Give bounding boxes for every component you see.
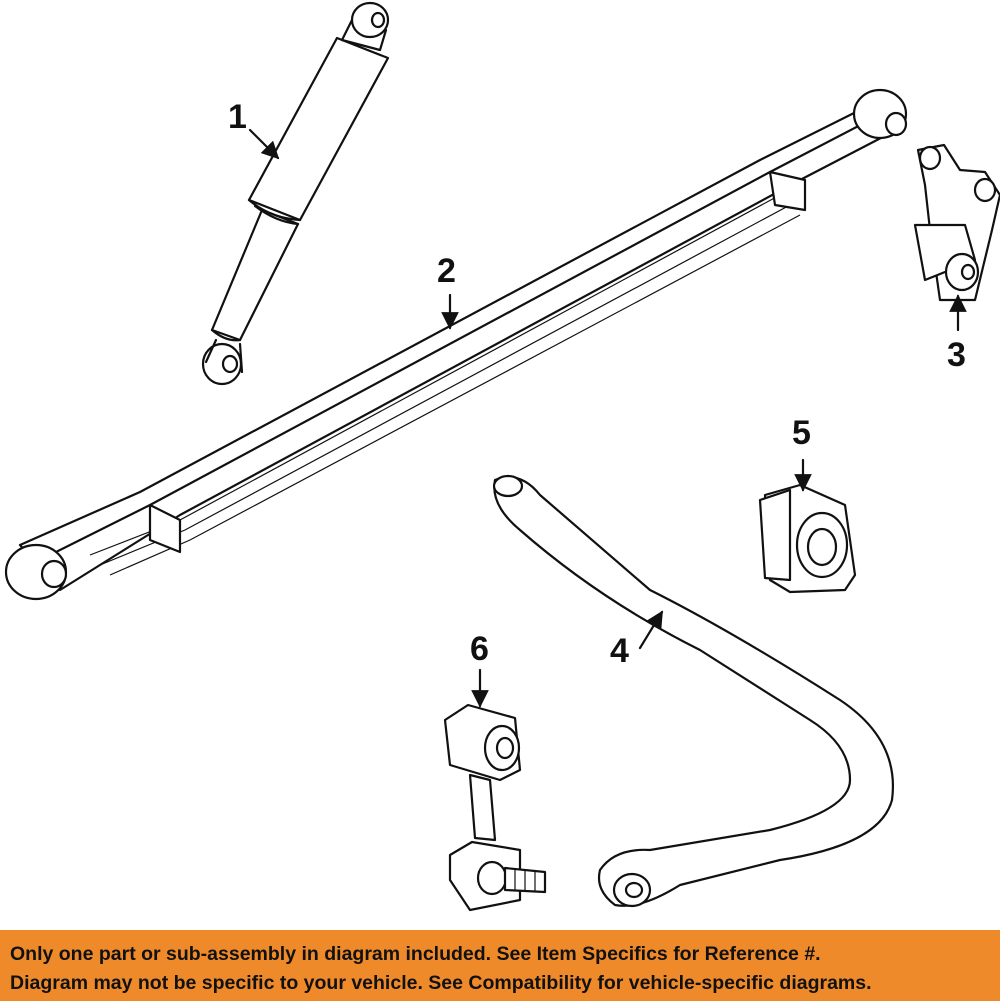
- stabilizer-link: [443, 703, 547, 912]
- spring-shackle: [913, 143, 1000, 302]
- stabilizer-bushing: [758, 483, 857, 594]
- callout-arrows: [248, 128, 967, 708]
- callout-6: 6: [470, 630, 489, 668]
- callout-1: 1: [228, 98, 247, 136]
- disclaimer-line-2: Diagram may not be specific to your vehi…: [10, 972, 872, 994]
- callout-4: 4: [610, 632, 629, 670]
- leaf-spring: [4, 88, 908, 601]
- shock-absorber: [201, 1, 390, 386]
- disclaimer-line-1: Only one part or sub-assembly in diagram…: [10, 943, 821, 965]
- callout-3: 3: [947, 336, 966, 374]
- callout-5: 5: [792, 414, 811, 452]
- disclaimer-banner: Only one part or sub-assembly in diagram…: [0, 930, 1000, 1001]
- stabilizer-bar: [492, 474, 894, 908]
- callout-2: 2: [437, 252, 456, 290]
- parts-diagram: 1 2 3 4 5 6: [4, 1, 1000, 912]
